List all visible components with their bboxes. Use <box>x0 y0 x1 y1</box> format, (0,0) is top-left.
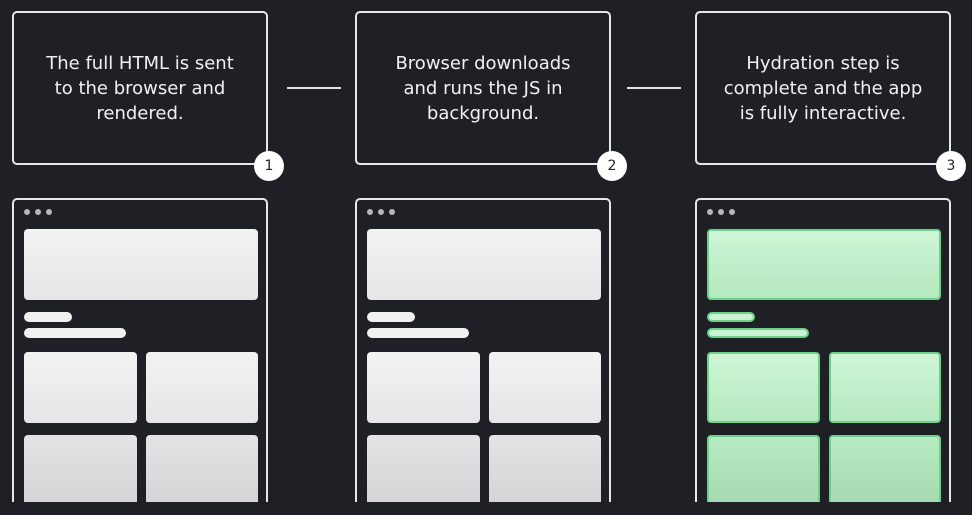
window-dots <box>367 209 395 215</box>
window-dots <box>24 209 52 215</box>
window-dot <box>35 209 41 215</box>
long-text-line <box>707 328 809 338</box>
step-1-caption: The full HTML is sent to the browser and… <box>46 52 234 124</box>
card-block <box>829 352 941 423</box>
connector-1-2 <box>287 87 341 89</box>
short-text-line <box>367 312 415 322</box>
card-block <box>707 435 820 502</box>
card-block <box>829 435 941 502</box>
step-2-browser-mockup <box>355 198 611 502</box>
window-dot <box>389 209 395 215</box>
window-dot <box>367 209 373 215</box>
short-text-line <box>707 312 755 322</box>
card-block <box>146 352 258 423</box>
card-block <box>489 352 601 423</box>
step-3-caption-box: Hydration step is complete and the app i… <box>695 11 951 165</box>
step-3-browser-mockup <box>695 198 951 502</box>
step-2-caption: Browser downloads and runs the JS in bac… <box>395 52 571 124</box>
step-2-badge: 2 <box>597 151 627 181</box>
short-text-line <box>24 312 72 322</box>
window-dot <box>707 209 713 215</box>
card-block <box>367 435 480 502</box>
step-3-caption: Hydration step is complete and the app i… <box>723 52 923 124</box>
window-dot <box>46 209 52 215</box>
window-dot <box>718 209 724 215</box>
card-block <box>24 352 137 423</box>
card-block <box>367 352 480 423</box>
hero-block <box>24 229 258 300</box>
window-dot <box>378 209 384 215</box>
card-block <box>707 352 820 423</box>
window-dots <box>707 209 735 215</box>
step-1-browser-mockup <box>12 198 268 502</box>
card-block <box>146 435 258 502</box>
card-block <box>489 435 601 502</box>
hero-block <box>707 229 941 300</box>
step-2-caption-box: Browser downloads and runs the JS in bac… <box>355 11 611 165</box>
window-dot <box>729 209 735 215</box>
long-text-line <box>24 328 126 338</box>
step-3-badge: 3 <box>936 151 966 181</box>
long-text-line <box>367 328 469 338</box>
step-1-caption-box: The full HTML is sent to the browser and… <box>12 11 268 165</box>
hero-block <box>367 229 601 300</box>
card-block <box>24 435 137 502</box>
window-dot <box>24 209 30 215</box>
connector-2-3 <box>627 87 681 89</box>
step-1-badge: 1 <box>254 151 284 181</box>
